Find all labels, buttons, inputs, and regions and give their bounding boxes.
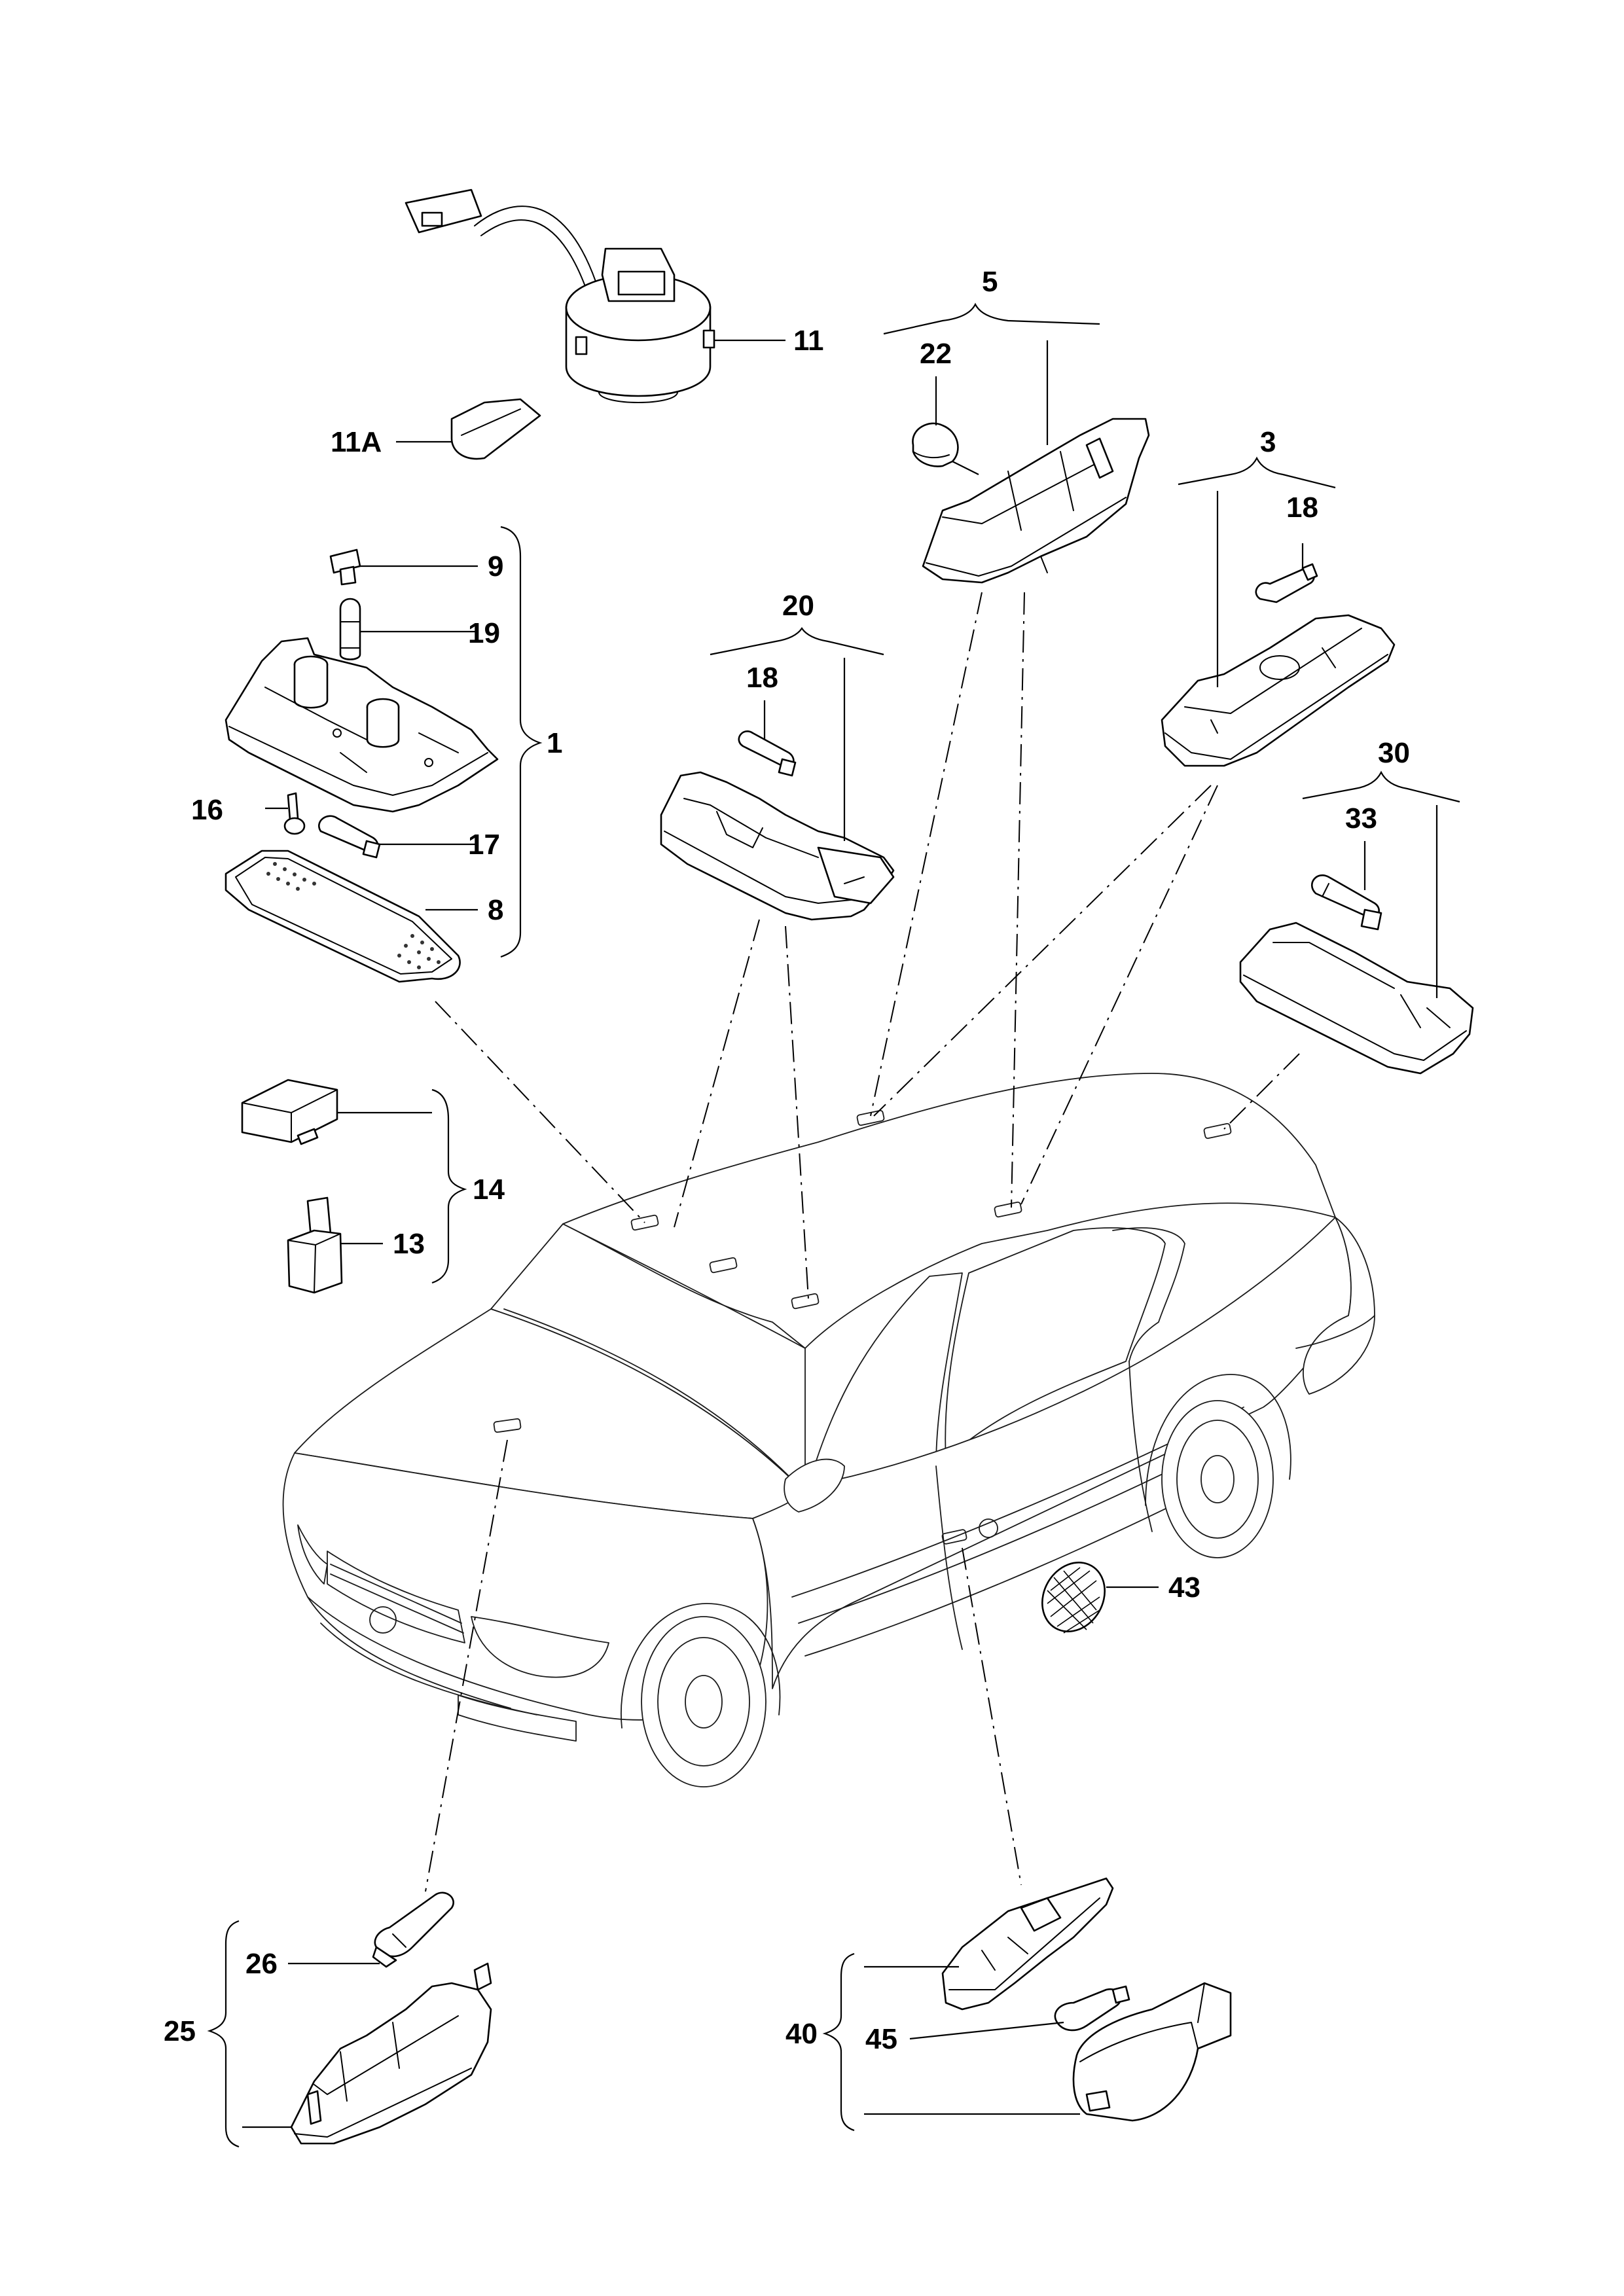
callout-1: 1 bbox=[547, 727, 562, 759]
part-30-light bbox=[1239, 922, 1474, 1075]
part-33-bulb bbox=[1311, 874, 1382, 931]
location-lines bbox=[425, 592, 1300, 1892]
part-45-bulb bbox=[1054, 1985, 1130, 2032]
front-wheel bbox=[621, 1603, 781, 1787]
callout-13: 13 bbox=[393, 1228, 425, 1260]
callout-30: 30 bbox=[1378, 737, 1410, 769]
light-position-markers bbox=[493, 1109, 1232, 1545]
callout-14: 14 bbox=[473, 1174, 505, 1206]
part-40-light bbox=[941, 1877, 1114, 2011]
part-8-lens bbox=[225, 850, 461, 983]
callout-19: 19 bbox=[468, 617, 500, 649]
callout-43: 43 bbox=[1168, 1571, 1200, 1604]
part-22-bulb bbox=[912, 422, 959, 467]
group-40-bracket bbox=[822, 1952, 855, 2132]
group-3-bracket bbox=[1178, 456, 1336, 489]
part-19-bulb bbox=[339, 598, 361, 660]
part-3-interior-light bbox=[1161, 614, 1396, 767]
callout-22: 22 bbox=[920, 338, 952, 370]
part-26-bulb bbox=[372, 1892, 454, 1968]
part-1-reading-light-housing bbox=[225, 637, 499, 813]
callout-11a: 11A bbox=[331, 426, 382, 458]
part-43-reflector bbox=[1041, 1562, 1106, 1634]
group-1-bracket bbox=[500, 526, 543, 958]
leader-lines bbox=[242, 339, 1438, 2128]
part-25-light bbox=[290, 1962, 492, 2145]
callout-40: 40 bbox=[785, 2018, 818, 2050]
part-16-screw bbox=[283, 792, 306, 835]
part-40-cover bbox=[1072, 1982, 1232, 2122]
callout-17: 17 bbox=[468, 829, 500, 861]
part-14-module bbox=[241, 1079, 338, 1145]
callout-33: 33 bbox=[1345, 802, 1377, 834]
callout-18a: 18 bbox=[746, 662, 778, 694]
callout-25: 25 bbox=[164, 2015, 196, 2047]
part-18-bulb-a bbox=[738, 730, 797, 777]
group-20-bracket bbox=[710, 627, 884, 656]
part-9-screw bbox=[329, 548, 361, 586]
callout-16: 16 bbox=[191, 794, 223, 826]
callout-11: 11 bbox=[793, 325, 824, 357]
group-30-bracket bbox=[1302, 770, 1460, 803]
group-14-bracket bbox=[431, 1088, 467, 1284]
group-25-bracket bbox=[207, 1920, 240, 2148]
car-body bbox=[282, 1073, 1375, 1787]
callout-26: 26 bbox=[245, 1948, 278, 1980]
rear-wheel bbox=[1145, 1374, 1291, 1558]
callout-8: 8 bbox=[488, 894, 503, 926]
callout-9: 9 bbox=[488, 550, 503, 583]
part-11-ignition-switch bbox=[405, 188, 715, 403]
part-11a-cover bbox=[450, 398, 541, 460]
group-5-bracket bbox=[883, 302, 1100, 335]
part-18-bulb-b bbox=[1255, 563, 1318, 603]
part-13-switch bbox=[287, 1196, 343, 1294]
callout-20: 20 bbox=[782, 590, 814, 622]
part-17-bulb bbox=[318, 815, 381, 859]
part-20-interior-light bbox=[660, 771, 895, 921]
callout-labels: 11 11A 9 19 1 16 17 8 14 13 20 18 5 22 3… bbox=[164, 266, 1410, 2055]
callout-5: 5 bbox=[982, 266, 998, 298]
callout-45: 45 bbox=[865, 2023, 897, 2055]
part-5-interior-light bbox=[922, 418, 1150, 584]
callout-18b: 18 bbox=[1286, 492, 1318, 524]
callout-3: 3 bbox=[1260, 426, 1276, 458]
